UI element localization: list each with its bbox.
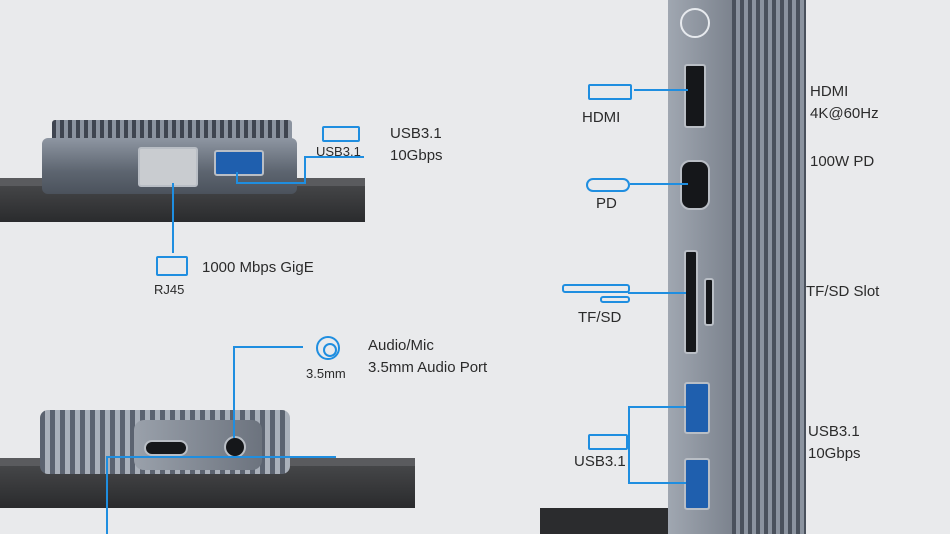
usb-right-speed: 10Gbps (808, 445, 861, 462)
hdmi-resolution: 4K@60Hz (810, 105, 879, 122)
usb-right-line-v (628, 406, 630, 482)
usb-c-icon (586, 178, 630, 192)
ethernet-port-icon (156, 256, 188, 276)
usb-line (236, 172, 238, 184)
usb-a-port (214, 150, 264, 176)
sd-card-icon (562, 284, 630, 293)
usb-top-icon-label: USB3.1 (316, 144, 361, 159)
usb-right-title: USB3.1 (808, 423, 860, 440)
pd-line (630, 183, 688, 185)
power-button-icon (680, 8, 710, 38)
usb-a-side-port-1 (684, 382, 710, 434)
usb-icon (322, 126, 360, 142)
hdmi-line (634, 89, 688, 91)
usb-top-title: USB3.1 (390, 125, 442, 142)
tfsd-icon-label: TF/SD (578, 309, 622, 326)
usb-line-top (304, 156, 364, 158)
hdmi-port (684, 64, 706, 128)
audio-jack-inner-icon (323, 343, 337, 357)
hdmi-icon-label: HDMI (582, 109, 621, 126)
audio-title: Audio/Mic (368, 337, 434, 354)
hdmi-icon (588, 84, 632, 100)
usb-c-side-port (680, 160, 710, 210)
audio-icon-label: 3.5mm (306, 366, 346, 381)
tf-card-icon (600, 296, 630, 303)
front-line (106, 456, 108, 534)
usb-right-line-top (628, 406, 686, 408)
usb-right-icon-label: USB3.1 (574, 453, 626, 470)
audio-line-h (233, 346, 303, 348)
tf-slot (704, 278, 714, 326)
usb-line-up (304, 156, 306, 184)
usb-a-side-port-2 (684, 458, 710, 510)
audio-line (233, 346, 235, 438)
audio-jack-icon (316, 336, 340, 360)
hdmi-title: HDMI (810, 83, 849, 100)
tfsd-description: TF/SD Slot (806, 283, 880, 300)
dock-side-fins (732, 0, 806, 534)
tfsd-line (628, 292, 686, 294)
usb-top-speed: 10Gbps (390, 147, 443, 164)
sd-slot (684, 250, 698, 354)
audio-description: 3.5mm Audio Port (368, 359, 488, 376)
audio-port (224, 436, 246, 458)
rj45-icon-label: RJ45 (154, 282, 185, 297)
rj45-description: 1000 Mbps GigE (202, 259, 314, 276)
usb-line-h (236, 182, 306, 184)
rj45-port (138, 147, 198, 187)
usb-right-icon (588, 434, 628, 450)
front-line-h (106, 456, 336, 458)
pd-description: 100W PD (810, 153, 875, 170)
usb-right-line-bottom (628, 482, 686, 484)
usb-c-front-port (144, 440, 188, 456)
rj45-line (172, 183, 174, 253)
device-fins (52, 120, 292, 140)
pd-icon-label: PD (596, 195, 617, 212)
